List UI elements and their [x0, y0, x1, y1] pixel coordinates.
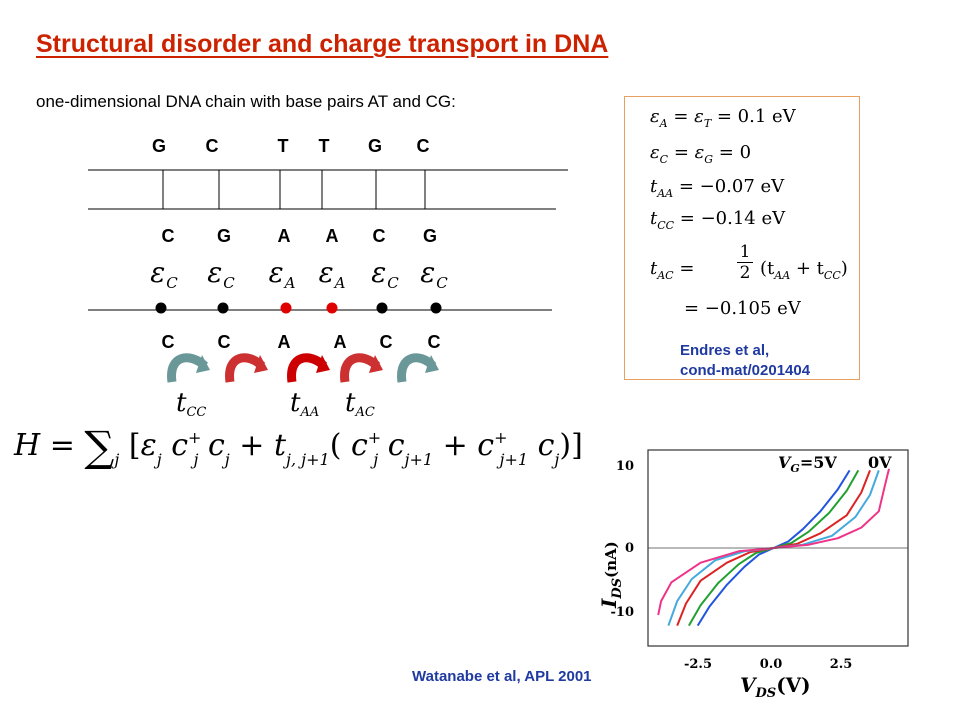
- page-title: Structural disorder and charge transport…: [36, 30, 609, 58]
- site-energy: εA: [268, 256, 296, 292]
- citation-watanabe: Watanabe et al, APL 2001: [412, 668, 592, 685]
- hopping-label-ac: tAC: [345, 388, 375, 420]
- citation-endres-line2: cond-mat/0201404: [680, 362, 811, 379]
- x-axis-label: VDS(V): [740, 673, 811, 700]
- y-tick-label: 0: [625, 541, 634, 556]
- site-label: C: [427, 332, 441, 352]
- hop-arrow: [316, 355, 330, 373]
- strand-top-base: C: [205, 136, 219, 156]
- param-t-ac-value: = −0.105 eV: [684, 298, 801, 319]
- strand-bottom-base: A: [325, 226, 339, 246]
- y-tick-label: -10: [611, 605, 635, 620]
- strand-bottom-base: C: [161, 226, 175, 246]
- strand-top-base: T: [318, 136, 330, 156]
- strand-bottom-base: C: [372, 226, 386, 246]
- site-energy: εC: [371, 256, 399, 292]
- parameters-box: [624, 96, 860, 380]
- site-label: C: [379, 332, 393, 352]
- site-label: A: [333, 332, 347, 352]
- site-dot: [376, 302, 388, 314]
- site-label: C: [161, 332, 175, 352]
- hop-arrow: [196, 355, 210, 373]
- param-t-ac: tAC =: [650, 258, 695, 282]
- x-tick-label: 0.0: [760, 657, 783, 672]
- citation-endres: Endres et al, cond-mat/0201404: [680, 342, 810, 379]
- site-dot: [217, 302, 229, 314]
- fraction-numerator: 1: [737, 242, 753, 263]
- site-dot: [280, 302, 292, 314]
- site-dot: [430, 302, 442, 314]
- strand-top-base: C: [416, 136, 430, 156]
- param-epsilon-cg: εC = εG = 0: [650, 142, 752, 166]
- y-tick-label: 10: [616, 459, 634, 474]
- param-t-ac-rhs: (tAA + tCC): [760, 258, 848, 282]
- site-energy: εC: [207, 256, 235, 292]
- hopping-arrows: [167, 353, 439, 383]
- site-dot: [326, 302, 338, 314]
- param-t-aa: tAA = −0.07 eV: [650, 176, 785, 200]
- strand-bottom-base: A: [277, 226, 291, 246]
- hop-arrow: [369, 355, 383, 373]
- site-dot: [155, 302, 167, 314]
- strand-top-base: G: [151, 136, 167, 156]
- hop-arrow: [425, 355, 439, 373]
- iv-curve-4: [657, 468, 890, 616]
- hopping-label-cc: tCC: [176, 388, 207, 420]
- site-energy: εC: [150, 256, 178, 292]
- site-label: C: [217, 332, 231, 352]
- site-energy: εC: [420, 256, 448, 292]
- site-energy: εA: [318, 256, 346, 292]
- legend-vg: VG=5V: [778, 453, 837, 475]
- strand-bottom-base: G: [216, 226, 232, 246]
- iv-chart: 10 0 -10 -2.5 0.0 2.5 VDS(V) IDS(nA) VG=…: [597, 449, 909, 700]
- hamiltonian-equation: H = ∑j [εj c+j cj + tj, j+1( c+j cj+1 + …: [14, 422, 583, 471]
- x-tick-label: -2.5: [684, 657, 712, 672]
- strand-top-base: T: [277, 136, 289, 156]
- fraction: 1 2: [737, 242, 753, 283]
- fraction-denominator: 2: [739, 263, 751, 283]
- param-t-cc: tCC = −0.14 eV: [650, 208, 786, 232]
- legend-0v: 0V: [868, 453, 892, 472]
- citation-endres-line1: Endres et al,: [680, 342, 770, 359]
- hop-arrow: [254, 355, 268, 373]
- chart-series-group: [657, 468, 890, 627]
- hopping-label-aa: tAA: [290, 388, 320, 420]
- y-axis-label: IDS(nA): [597, 541, 625, 609]
- strand-top-base: G: [367, 136, 383, 156]
- param-epsilon-at: εA = εT = 0.1 eV: [650, 106, 796, 130]
- x-tick-label: 2.5: [830, 657, 853, 672]
- subtitle: one-dimensional DNA chain with base pair…: [36, 92, 456, 111]
- site-label: A: [277, 332, 291, 352]
- strand-bottom-base: G: [422, 226, 438, 246]
